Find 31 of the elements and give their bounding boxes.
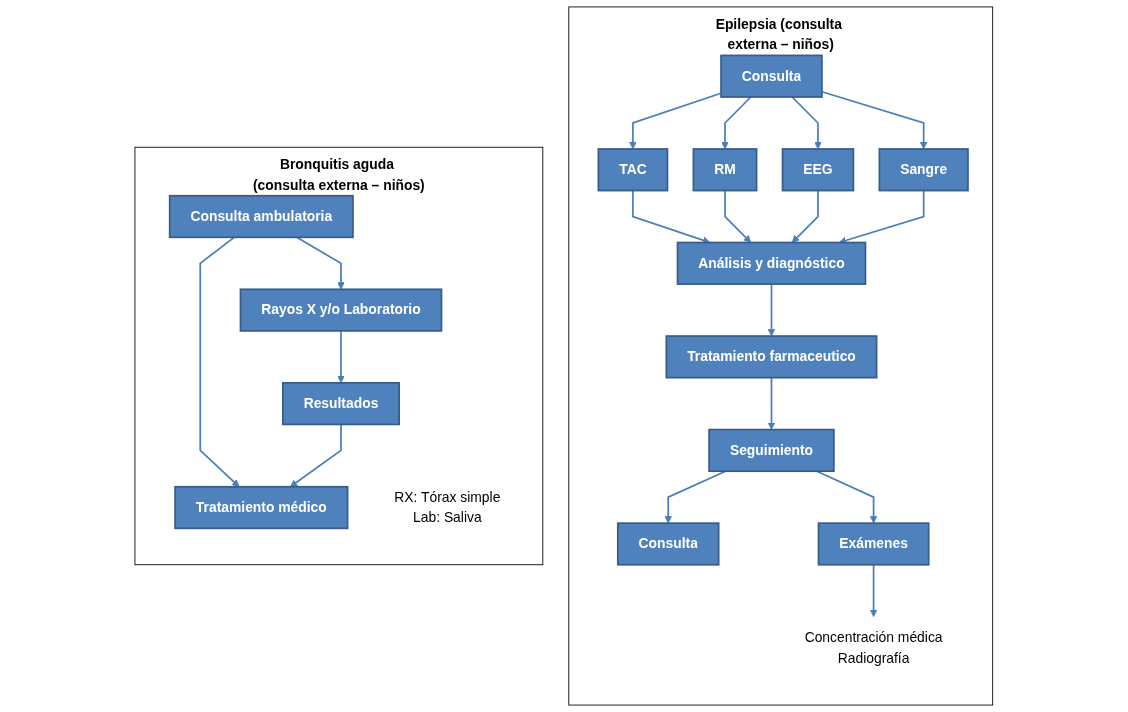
arrow — [767, 283, 776, 337]
arrow — [337, 330, 345, 384]
arrow — [721, 96, 752, 150]
arrow — [632, 189, 711, 244]
node-label: Lab: Saliva — [413, 510, 482, 525]
node-box: EEG — [781, 148, 855, 192]
arrow — [791, 96, 822, 150]
node-box: Consulta ambulatoria — [169, 194, 354, 239]
node-box: Resultados — [282, 381, 401, 426]
arrow — [816, 470, 878, 524]
node-text: Concentración médica Radiografía — [804, 629, 943, 666]
arrow — [296, 236, 345, 290]
arrow — [792, 189, 819, 243]
node-label: RX: Tórax simple — [394, 489, 501, 505]
node-box: Análisis y diagnóstico — [676, 241, 867, 285]
node-box: Tratamiento médico — [174, 485, 349, 530]
node-box: Seguimiento — [708, 428, 835, 473]
node-box: Consulta — [617, 522, 720, 566]
arrow — [199, 236, 240, 488]
arrow — [664, 470, 727, 524]
node-box: Consulta — [720, 54, 823, 98]
arrow — [869, 563, 878, 618]
arrow — [290, 423, 343, 488]
node-box: Sangre — [878, 148, 969, 192]
node-box: Tratamiento farmaceutico — [665, 335, 878, 379]
node-box: Rayos X y/o Laboratorio — [239, 288, 443, 332]
arrow — [767, 376, 776, 430]
node-box: TAC — [597, 148, 669, 192]
arrow — [724, 189, 752, 243]
node-box: Exámenes — [817, 522, 930, 566]
node-box: RM — [692, 148, 758, 192]
